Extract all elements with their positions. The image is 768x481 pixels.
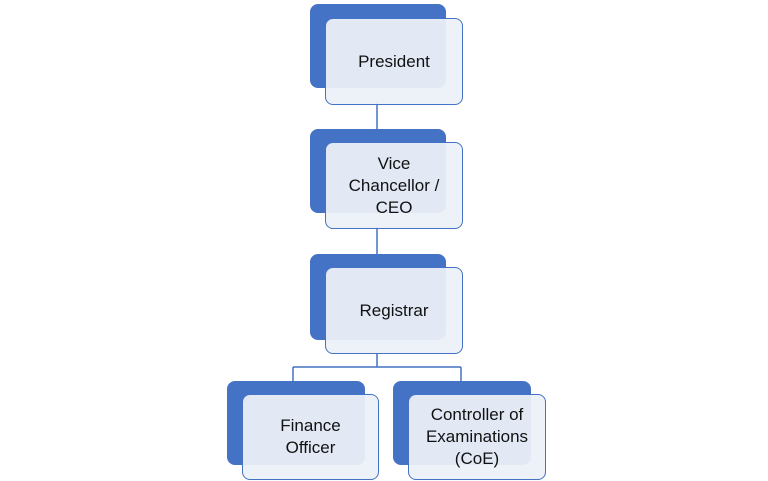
node-label-finance-officer: Finance Officer (280, 416, 341, 457)
node-label-president: President (358, 51, 430, 71)
node-box: Vice Chancellor / CEO (325, 142, 463, 229)
node-box: Finance Officer (242, 394, 379, 480)
node-label-vice-chancellor: Vice Chancellor / CEO (348, 153, 440, 217)
node-box: Controller of Examinations (CoE) (408, 394, 546, 480)
node-label-registrar: Registrar (359, 300, 429, 320)
node-box: Registrar (325, 267, 463, 354)
node-box: President (325, 18, 463, 105)
node-label-controller-of-examinations: Controller of Examinations (CoE) (425, 405, 529, 468)
